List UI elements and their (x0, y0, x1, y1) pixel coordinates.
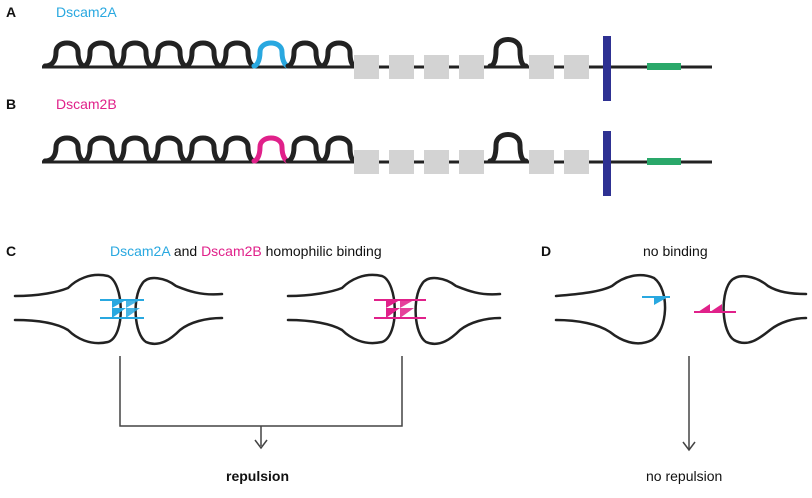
no-repulsion-arrow (682, 356, 696, 452)
cytoplasmic-tag (647, 63, 681, 70)
ig-domain-loop (487, 132, 529, 164)
transmembrane-domain (603, 36, 611, 101)
ig-domain-loops-tail (285, 40, 359, 69)
left-neurite (13, 273, 122, 345)
cytoplasmic-tag (647, 158, 681, 165)
dscam2b-unbound (694, 304, 736, 313)
fn3-domain (564, 150, 589, 174)
fn3-domain (389, 150, 414, 174)
panel-label-d: D (541, 243, 552, 259)
fn3-domain (389, 55, 414, 79)
variable-ig-loop-a (251, 40, 291, 69)
panel-c-and: and (173, 243, 198, 259)
right-neurite (722, 274, 808, 345)
panel-label-a: A (6, 4, 17, 20)
down-arrow-icon (254, 439, 268, 450)
ig-domain-loop (487, 37, 529, 69)
repulsion-bracket (119, 356, 403, 450)
transmembrane-domain (603, 131, 611, 196)
panel-c-name-b: Dscam2B (201, 243, 262, 259)
right-neurite (414, 276, 502, 346)
variable-ig-loop-b (251, 135, 291, 164)
panel-c-rest: homophilic binding (265, 243, 382, 259)
fn3-domain (529, 55, 554, 79)
repulsion-label: repulsion (226, 468, 290, 484)
ig-domain-loops (42, 40, 257, 69)
panel-label-b: B (6, 96, 17, 112)
fn3-domain (459, 150, 484, 174)
fn3-domain (424, 55, 449, 79)
no-repulsion-label: no repulsion (646, 468, 723, 484)
fn3-domain (459, 55, 484, 79)
dscam2a-protein (42, 36, 712, 101)
dscam2b-homophilic-pair (374, 299, 426, 319)
ig-domain-loops (42, 135, 257, 164)
panel-d-title: no binding (643, 243, 708, 259)
down-arrow-icon (682, 441, 696, 452)
fn3-domain (354, 150, 379, 174)
panel-c-title: Dscam2A and Dscam2B homophilic binding (110, 243, 382, 259)
right-neurite (134, 276, 224, 346)
panel-c-name-a: Dscam2A (110, 243, 170, 259)
fn3-domain (424, 150, 449, 174)
fn3-domain (354, 55, 379, 79)
dscam2a-homophilic-pair (100, 299, 144, 319)
dscam2a-title: Dscam2A (56, 4, 117, 20)
fn3-domain (564, 55, 589, 79)
dscam2b-title: Dscam2B (56, 96, 117, 112)
dscam2a-unbound (642, 296, 670, 305)
cell-pair-no-binding (554, 274, 808, 345)
dscam2b-protein (42, 131, 712, 196)
ig-domain-loops-tail (285, 135, 359, 164)
left-neurite (554, 274, 667, 345)
fn3-domain (529, 150, 554, 174)
panel-label-c: C (6, 243, 17, 259)
left-neurite (286, 273, 396, 345)
